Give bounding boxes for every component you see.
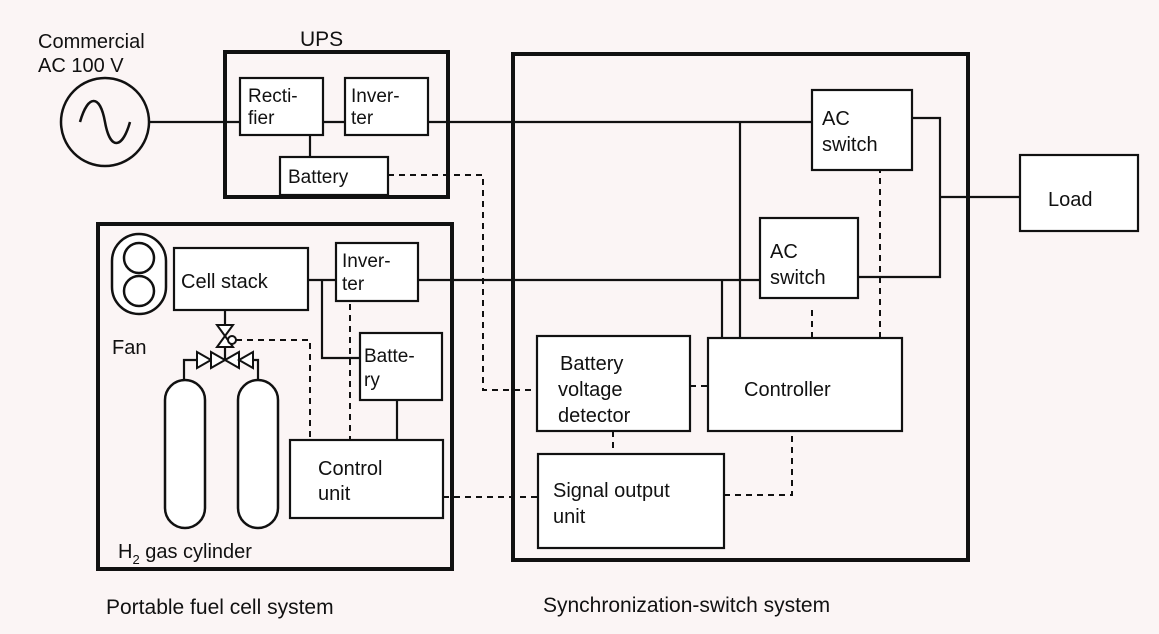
- fc-battery-box: Batte- ry: [358, 331, 444, 402]
- fc-inverter-box: Inver- ter: [334, 241, 420, 303]
- ups-battery-label: Battery: [288, 167, 349, 188]
- fuel-cell-frame: [96, 222, 454, 571]
- ups-frame: [223, 50, 450, 199]
- ac-switch-2-box: AC switch: [758, 216, 860, 300]
- valve-assembly-icon: [182, 310, 260, 382]
- cell-stack-box: Cell stack: [172, 246, 310, 312]
- gas-cylinder-icon-left: [163, 378, 207, 530]
- fc-inverter-line2: ter: [342, 274, 365, 295]
- signal-output-unit-box: Signal output unit: [536, 452, 726, 550]
- bvd-line2: voltage: [558, 379, 623, 401]
- fc-battery-line2: ry: [364, 370, 380, 391]
- battery-voltage-detector-box: Battery voltage detector: [535, 334, 692, 433]
- ups-rectifier-line1: Recti-: [248, 86, 298, 107]
- ups-group: UPS Recti- fier Inver- ter Battery: [223, 28, 450, 199]
- sync-switch-caption: Synchronization-switch system: [543, 594, 830, 617]
- ac-switch-2-line1: AC: [770, 241, 798, 263]
- load-box: Load: [1018, 153, 1140, 233]
- bvd-line3: detector: [558, 405, 631, 427]
- ups-inverter-line2: ter: [351, 108, 374, 129]
- fc-battery-line1: Batte-: [364, 346, 415, 367]
- controller-label: Controller: [744, 379, 831, 401]
- fuel-cell-group: Fan Cell stack Inver- ter Batte- ry Cont…: [96, 222, 454, 619]
- sync-switch-frame: [511, 52, 970, 562]
- ac-switch-1-box: AC switch: [810, 88, 914, 172]
- control-unit-line2: unit: [318, 483, 351, 505]
- ups-battery-box: Battery: [278, 155, 390, 197]
- signal-output-line2: unit: [553, 506, 586, 528]
- sync-switch-group: AC switch AC switch Battery voltage dete…: [511, 52, 970, 617]
- bvd-line1: Battery: [560, 353, 623, 375]
- power-wires: [150, 116, 1020, 440]
- cylinder-label: H2 gas cylinder: [118, 541, 252, 567]
- load-label: Load: [1048, 189, 1093, 211]
- control-unit-box: Control unit: [288, 438, 445, 520]
- signal-output-line1: Signal output: [553, 480, 670, 502]
- fan-label: Fan: [112, 337, 146, 359]
- ac-switch-1-line1: AC: [822, 108, 850, 130]
- fuel-cell-caption: Portable fuel cell system: [106, 596, 334, 619]
- signal-wires: [236, 170, 881, 498]
- ups-rectifier-line2: fier: [248, 108, 275, 129]
- control-unit-line1: Control: [318, 458, 382, 480]
- gas-cylinder-icon-right: [236, 378, 280, 530]
- source-label-line2: AC 100 V: [38, 55, 124, 77]
- source-label-line1: Commercial: [38, 31, 145, 53]
- cell-stack-label: Cell stack: [181, 271, 269, 293]
- fc-inverter-line1: Inver-: [342, 251, 391, 272]
- controller-box: Controller: [706, 336, 904, 433]
- ups-inverter-box: Inver- ter: [343, 76, 430, 137]
- ac-source: Commercial AC 100 V: [38, 31, 151, 168]
- fan-icon: [110, 232, 168, 316]
- ups-inverter-line1: Inver-: [351, 86, 400, 107]
- sine-wave-icon: [78, 100, 132, 144]
- ups-rectifier-box: Recti- fier: [238, 76, 325, 137]
- ups-title: UPS: [300, 28, 343, 51]
- ac-source-icon: [59, 76, 151, 168]
- ac-switch-1-line2: switch: [822, 134, 878, 156]
- ac-switch-2-line2: switch: [770, 267, 826, 289]
